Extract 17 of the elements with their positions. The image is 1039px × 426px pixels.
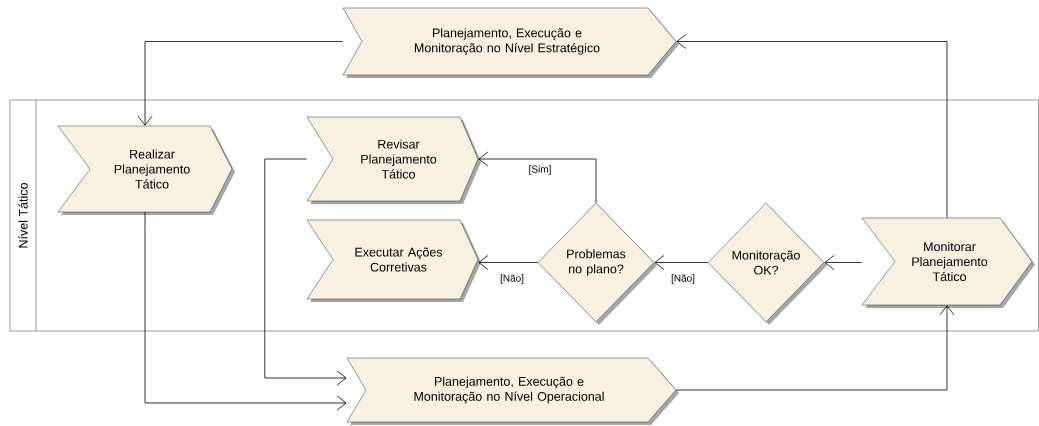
arrow	[675, 305, 955, 391]
process-box: Revisar Planejamento Tático	[306, 116, 481, 204]
arrow	[676, 34, 948, 219]
edge-label: [Sim]	[527, 164, 553, 176]
process-box: Planejamento, Execução e Monitoração no Nível Operacional	[346, 357, 679, 425]
arrow	[654, 255, 709, 270]
arrow	[478, 151, 597, 204]
arrow	[144, 211, 347, 411]
process-box: Executar Ações Corretivas	[306, 219, 481, 302]
process-box: Monitorar Planejamento Tático	[861, 217, 1035, 308]
arrow	[478, 255, 539, 270]
edge-label: [Não]	[670, 273, 696, 285]
process-box: Realizar Planejamento Tático	[57, 125, 235, 215]
arrow	[264, 158, 347, 386]
edge-label: [Não]	[499, 273, 525, 285]
arrow	[824, 255, 863, 270]
process-box: Planejamento, Execução e Monitoração no Nível Estratégico	[342, 7, 679, 78]
